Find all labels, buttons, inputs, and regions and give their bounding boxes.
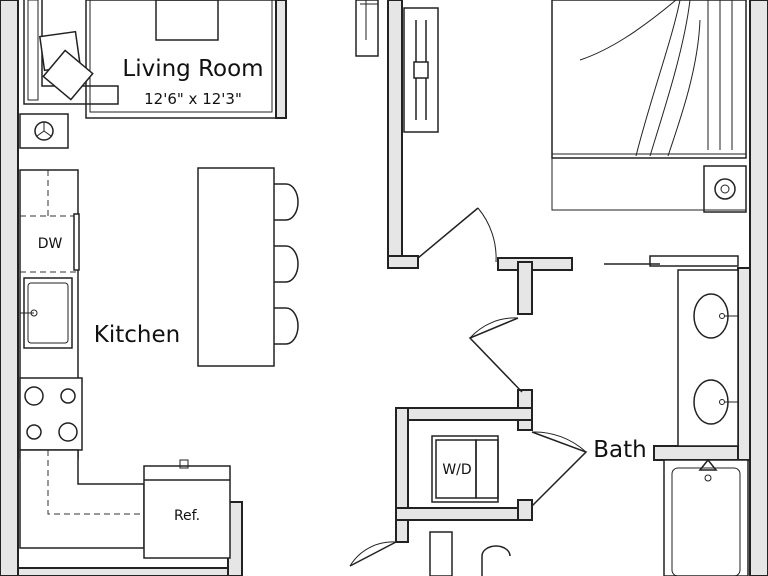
burner-icon: [26, 424, 42, 440]
bath-vanity-wall: [653, 445, 751, 461]
living-room: Living Room 12'6" x 12'3": [23, 0, 277, 119]
sofa-pillow: [42, 49, 94, 101]
ceiling-fan-icon: [714, 178, 736, 200]
sofa: [23, 0, 119, 105]
bath-label: Bath: [593, 437, 646, 463]
lower-counter: [19, 449, 145, 549]
living-room-outline: [85, 0, 277, 119]
laundry-bottom-wall: [395, 507, 533, 521]
right-exterior-wall: [749, 0, 768, 576]
bath-right-wall: [737, 267, 751, 461]
dishwasher-door: [73, 213, 80, 271]
bar-stool: [274, 307, 299, 345]
living-room-label: Living Room: [122, 56, 263, 82]
kitchen: DW Ref. Kitchen: [19, 113, 299, 559]
bathtub: [663, 459, 749, 576]
refrigerator: [143, 465, 231, 559]
living-room-partition: [275, 0, 287, 119]
bedroom-left-wall: [387, 0, 403, 269]
burner-icon: [60, 388, 76, 404]
wardrobe-handle: [413, 61, 429, 79]
nightstand: [703, 165, 747, 213]
washer-dryer-label: W/D: [442, 462, 471, 478]
laundry-top-wall: [395, 407, 533, 421]
left-exterior-wall: [0, 0, 19, 576]
closet-rod: [649, 255, 739, 267]
refrigerator-label: Ref.: [174, 508, 200, 524]
bedroom-door-swing: [477, 207, 497, 263]
laundry-left-wall: [395, 407, 409, 543]
laundry-right-stub: [517, 499, 533, 521]
kitchen-label: Kitchen: [94, 322, 180, 348]
hall-t-wall-top: [497, 257, 573, 271]
bar-stool: [274, 183, 299, 221]
bar-stool: [274, 245, 299, 283]
bedroom-door: [417, 207, 479, 259]
bath: Bath: [349, 269, 749, 576]
hall-t-wall-stem: [517, 261, 533, 315]
bed: [551, 0, 747, 159]
washer-dryer: [431, 435, 499, 503]
tub-faucet-icon: [698, 458, 718, 471]
vanity: [677, 269, 739, 447]
closet-panel: [355, 0, 379, 57]
bottom-wall: [17, 567, 229, 576]
lower-door: [349, 541, 397, 567]
bed-blanket: [579, 0, 701, 157]
coffee-table: [155, 0, 219, 41]
hall-doors: [468, 317, 588, 507]
laundry-door: [531, 431, 588, 507]
kitchen-island: [197, 167, 275, 367]
burner-icon: [58, 422, 78, 442]
living-room-rug: [89, 0, 273, 113]
bedroom: [551, 0, 747, 267]
burner-icon: [24, 386, 44, 406]
living-room-dimensions: 12'6" x 12'3": [144, 90, 242, 108]
dishwasher-label: DW: [38, 236, 63, 252]
toilet: [481, 545, 511, 576]
hall-door: [468, 317, 523, 393]
linen-cabinet: [429, 531, 453, 576]
bedroom-wall-stub: [387, 255, 419, 269]
hall-closet: [355, 0, 497, 263]
laundry: W/D: [431, 435, 499, 503]
sofa-back: [27, 0, 39, 101]
